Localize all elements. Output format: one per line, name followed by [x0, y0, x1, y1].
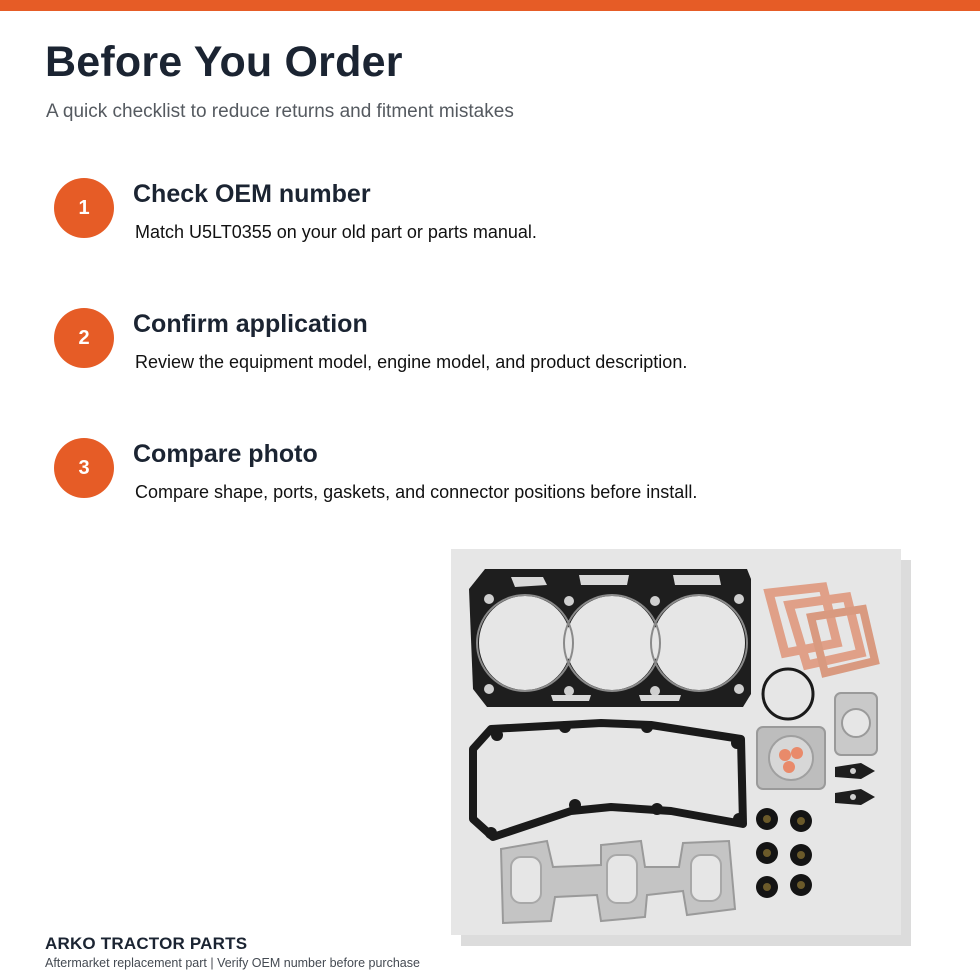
page-subtitle: A quick checklist to reduce returns and … — [46, 101, 514, 122]
step-description: Compare shape, ports, gaskets, and conne… — [135, 482, 698, 502]
page-title: Before You Order — [45, 38, 403, 86]
valve-cover-gasket — [469, 719, 747, 841]
step-title: Check OEM number — [133, 180, 371, 208]
brand-name: ARKO TRACTOR PARTS — [45, 934, 248, 953]
step-number-badge: 3 — [54, 438, 114, 498]
manifold-gasket — [499, 839, 737, 925]
top-accent-bar — [0, 0, 980, 11]
small-gaskets — [835, 763, 875, 805]
exhaust-gaskets — [756, 692, 878, 790]
valve-stem-seals — [756, 808, 812, 898]
step-description: Match U5LT0355 on your old part or parts… — [135, 222, 537, 242]
head-gasket — [469, 569, 751, 707]
product-photo — [451, 549, 901, 935]
footer-disclaimer: Aftermarket replacement part | Verify OE… — [45, 956, 420, 970]
step-title: Confirm application — [133, 310, 368, 338]
step-number-badge: 2 — [54, 308, 114, 368]
gasket-kit-photo-icon — [451, 549, 901, 935]
o-ring — [761, 667, 815, 721]
step-number-badge: 1 — [54, 178, 114, 238]
step-title: Compare photo — [133, 440, 318, 468]
copper-gaskets — [763, 582, 880, 678]
step-description: Review the equipment model, engine model… — [135, 352, 688, 372]
